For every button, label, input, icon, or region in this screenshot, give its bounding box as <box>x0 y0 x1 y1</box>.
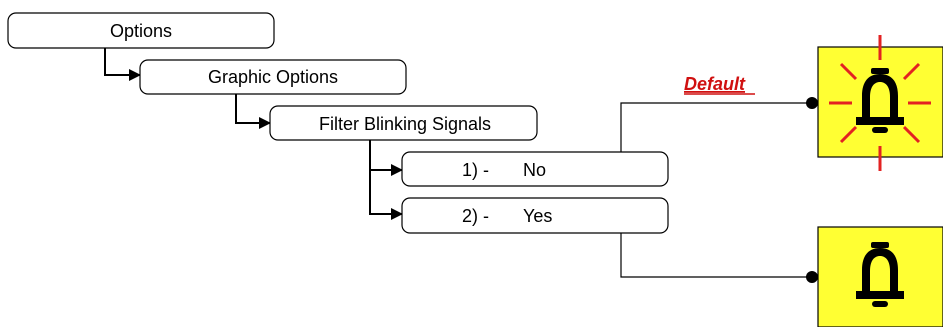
connector-yes-to-static <box>620 233 812 278</box>
options-label: Options <box>110 21 172 41</box>
choice-no-number: 1) - <box>462 160 489 180</box>
connector-graphic-to-filter <box>235 94 271 129</box>
choice-yes-label: Yes <box>523 206 552 226</box>
menu-graphic-options[interactable]: Graphic Options <box>139 59 407 95</box>
connector-no-to-blinking <box>620 102 812 152</box>
tree-connectors <box>104 48 403 220</box>
filter-blinking-signals-label: Filter Blinking Signals <box>319 114 491 134</box>
connector-filter-to-no <box>369 140 403 176</box>
connector-filter-to-yes <box>369 170 403 220</box>
menu-filter-blinking-signals[interactable]: Filter Blinking Signals <box>269 105 538 141</box>
connector-dot-blinking <box>806 97 818 109</box>
connector-options-to-graphic <box>104 48 141 81</box>
choice-yes-number: 2) - <box>462 206 489 226</box>
blink-rays <box>829 35 931 171</box>
static-bell-tile <box>817 226 943 327</box>
choice-no-label: No <box>523 160 546 180</box>
choice-no[interactable]: 1) - No <box>401 151 669 187</box>
choice-yes[interactable]: 2) - Yes <box>401 197 669 234</box>
blinking-bell-tile <box>817 35 943 171</box>
graphic-options-label: Graphic Options <box>208 67 338 87</box>
menu-options[interactable]: Options <box>7 12 275 49</box>
default-annotation: Default <box>684 74 746 94</box>
connector-dot-static <box>806 271 818 283</box>
